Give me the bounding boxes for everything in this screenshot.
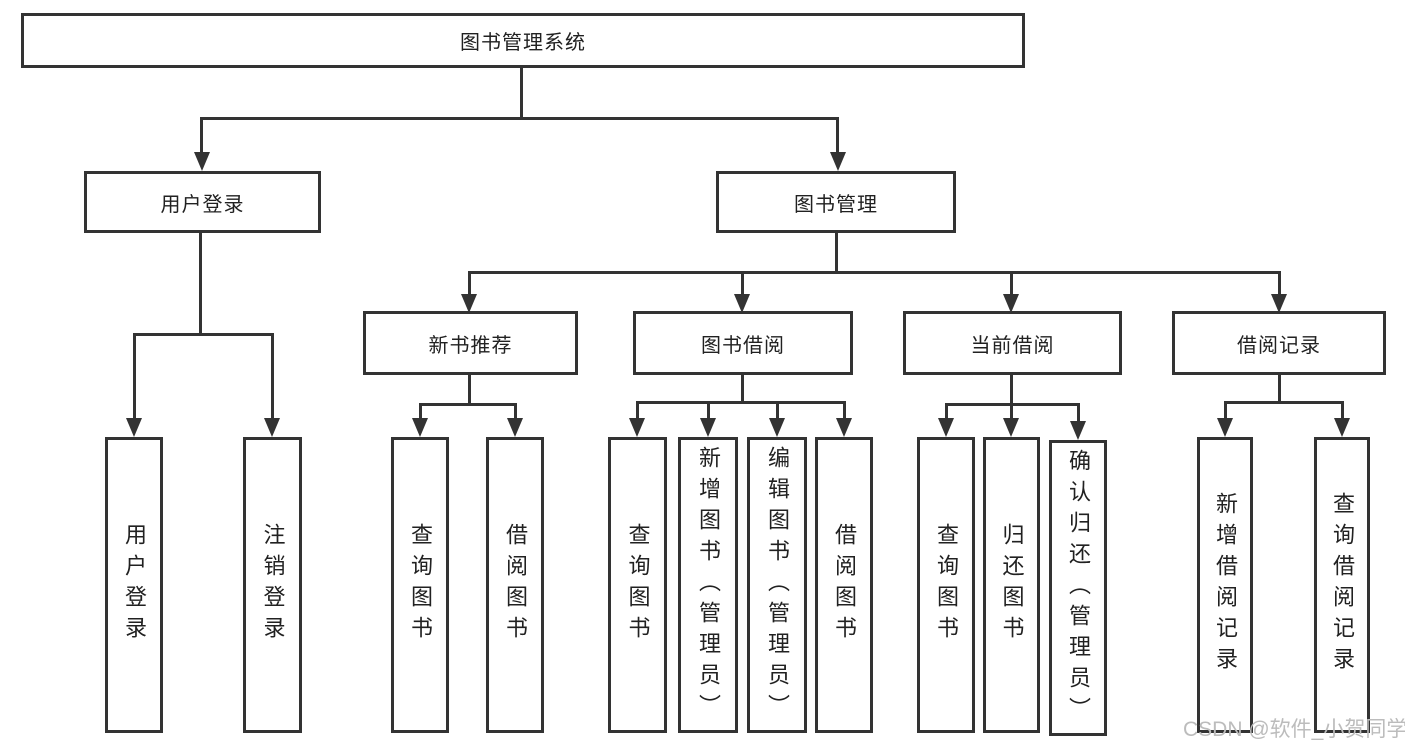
leaf-current-query-books: 查询图书 xyxy=(917,437,975,733)
node-label: 借阅图书 xyxy=(503,523,528,647)
csdn-watermark: CSDN @软件_小贺同学 xyxy=(1183,718,1405,741)
leaf-borrowing-query-books: 查询图书 xyxy=(608,437,667,733)
node-book-borrowing: 图书借阅 xyxy=(633,311,853,375)
connector-line xyxy=(514,403,517,419)
connector-line xyxy=(200,117,839,120)
node-user-login: 用户登录 xyxy=(84,171,321,233)
connector-line xyxy=(1278,375,1281,403)
connector-line xyxy=(271,333,274,419)
node-label: 用户登录 xyxy=(160,193,245,216)
connector-line xyxy=(1010,375,1013,405)
connector-line xyxy=(419,403,422,419)
arrow-down-icon xyxy=(1003,418,1019,437)
arrow-down-icon xyxy=(1271,294,1287,313)
node-label: 当前借阅 xyxy=(970,334,1055,357)
connector-line xyxy=(836,117,839,153)
node-borrow-records: 借阅记录 xyxy=(1172,311,1386,375)
connector-line xyxy=(1010,403,1013,419)
arrow-down-icon xyxy=(769,418,785,437)
node-library-management-system: 图书管理系统 xyxy=(21,13,1025,68)
leaf-recommend-query-books: 查询图书 xyxy=(391,437,449,733)
leaf-borrowing-add-books-admin: 新增图书（管理员） xyxy=(678,437,738,733)
connector-line xyxy=(133,333,136,419)
arrow-down-icon xyxy=(126,418,142,437)
arrow-down-icon xyxy=(629,418,645,437)
arrow-down-icon xyxy=(1334,418,1350,437)
connector-line xyxy=(199,233,202,335)
node-label: 图书管理 xyxy=(794,193,878,216)
leaf-records-add-borrow-record: 新增借阅记录 xyxy=(1197,437,1253,733)
node-label: 编辑图书（管理员） xyxy=(765,445,790,725)
node-label: 查询借阅记录 xyxy=(1330,492,1355,678)
arrow-down-icon xyxy=(194,152,210,171)
leaf-borrowing-edit-books-admin: 编辑图书（管理员） xyxy=(747,437,807,733)
connector-line xyxy=(1224,401,1344,404)
node-label: 借阅图书 xyxy=(832,523,857,647)
leaf-borrowing-borrow-books: 借阅图书 xyxy=(815,437,873,733)
leaf-records-query-borrow-record: 查询借阅记录 xyxy=(1314,437,1370,733)
connector-line xyxy=(945,403,948,419)
connector-line xyxy=(1278,271,1281,295)
connector-line xyxy=(1224,401,1227,419)
node-book-management: 图书管理 xyxy=(716,171,956,233)
arrow-down-icon xyxy=(700,418,716,437)
node-label: 查询图书 xyxy=(408,523,433,647)
leaf-recommend-borrow-books: 借阅图书 xyxy=(486,437,544,733)
connector-line xyxy=(1341,401,1344,419)
leaf-user-login: 用户登录 xyxy=(105,437,163,733)
node-label: 查询图书 xyxy=(934,523,959,647)
node-label: 查询图书 xyxy=(625,523,651,647)
node-label: 注销登录 xyxy=(260,523,286,647)
connector-line xyxy=(636,401,846,404)
arrow-down-icon xyxy=(938,418,954,437)
connector-line xyxy=(200,117,203,153)
node-label: 新增图书（管理员） xyxy=(696,445,721,725)
node-label: 图书管理系统 xyxy=(460,32,586,54)
node-label: 新书推荐 xyxy=(428,334,513,357)
connector-line xyxy=(843,401,846,419)
node-label: 归还图书 xyxy=(999,523,1025,647)
arrow-down-icon xyxy=(412,418,428,437)
arrow-down-icon xyxy=(1003,294,1019,313)
connector-line xyxy=(520,68,523,119)
node-new-book-recommend: 新书推荐 xyxy=(363,311,578,375)
node-label: 新增借阅记录 xyxy=(1213,492,1238,678)
arrow-down-icon xyxy=(461,294,477,313)
node-label: 借阅记录 xyxy=(1237,334,1321,357)
leaf-current-return-books: 归还图书 xyxy=(983,437,1040,733)
connector-line xyxy=(468,375,471,405)
node-label: 图书借阅 xyxy=(701,334,785,357)
connector-line xyxy=(741,375,744,403)
connector-line xyxy=(835,233,838,273)
arrow-down-icon xyxy=(1070,421,1086,440)
connector-line xyxy=(636,401,639,419)
connector-line xyxy=(707,401,710,419)
connector-line xyxy=(1010,271,1013,295)
connector-line xyxy=(468,271,471,295)
node-label: 用户登录 xyxy=(122,523,147,647)
connector-line xyxy=(1077,403,1080,422)
connector-line xyxy=(741,271,744,295)
leaf-logout: 注销登录 xyxy=(243,437,302,733)
connector-line xyxy=(776,401,779,419)
node-current-borrowing: 当前借阅 xyxy=(903,311,1122,375)
arrow-down-icon xyxy=(507,418,523,437)
connector-line xyxy=(468,271,1281,274)
arrow-down-icon xyxy=(836,418,852,437)
arrow-down-icon xyxy=(1217,418,1233,437)
arrow-down-icon xyxy=(830,152,846,171)
arrow-down-icon xyxy=(264,418,280,437)
leaf-current-confirm-return-admin: 确认归还（管理员） xyxy=(1049,440,1107,736)
node-label: 确认归还（管理员） xyxy=(1066,448,1091,728)
connector-line xyxy=(419,403,517,406)
connector-line xyxy=(133,333,273,336)
arrow-down-icon xyxy=(734,294,750,313)
